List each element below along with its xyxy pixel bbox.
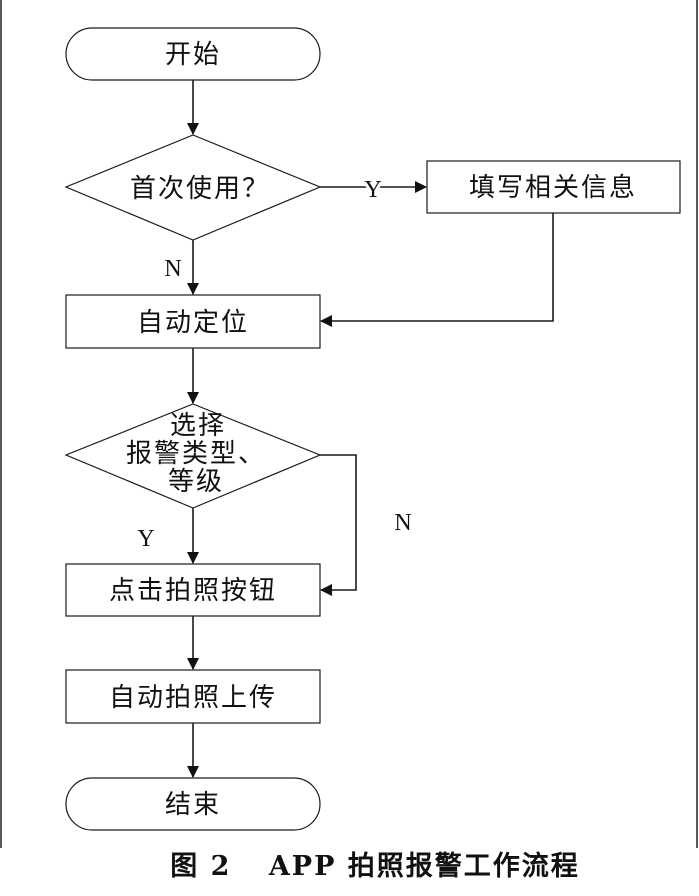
auto-locate-label: 自动定位 bbox=[137, 308, 249, 338]
select-no-label: N bbox=[394, 510, 411, 536]
start-label: 开始 bbox=[165, 40, 221, 70]
end-terminal bbox=[65, 777, 321, 831]
first-use-label: 首次使用？ bbox=[130, 174, 270, 204]
end-label: 结束 bbox=[165, 790, 221, 820]
auto-upload-label: 自动拍照上传 bbox=[109, 683, 277, 713]
edge-fill-info-to-locate bbox=[320, 213, 554, 327]
auto-locate-box bbox=[65, 294, 321, 349]
select-yes-label: Y bbox=[137, 526, 154, 552]
first-use-no-label: N bbox=[164, 256, 181, 282]
fill-info-label: 填写相关信息 bbox=[469, 173, 637, 203]
figure-label: 图 2 bbox=[170, 851, 231, 882]
figure-caption: 图 2 APP 拍照报警工作流程 bbox=[170, 851, 580, 882]
figure-title: APP 拍照报警工作流程 bbox=[268, 851, 580, 882]
first-use-yes-label: Y bbox=[364, 177, 381, 203]
click-photo-label: 点击拍照按钮 bbox=[109, 576, 277, 606]
select-label-line2: 报警类型、 bbox=[126, 439, 266, 469]
edge-select-no bbox=[320, 454, 357, 596]
select-label-line1: 选择 bbox=[170, 411, 226, 441]
select-label-line3: 等级 bbox=[168, 467, 224, 497]
